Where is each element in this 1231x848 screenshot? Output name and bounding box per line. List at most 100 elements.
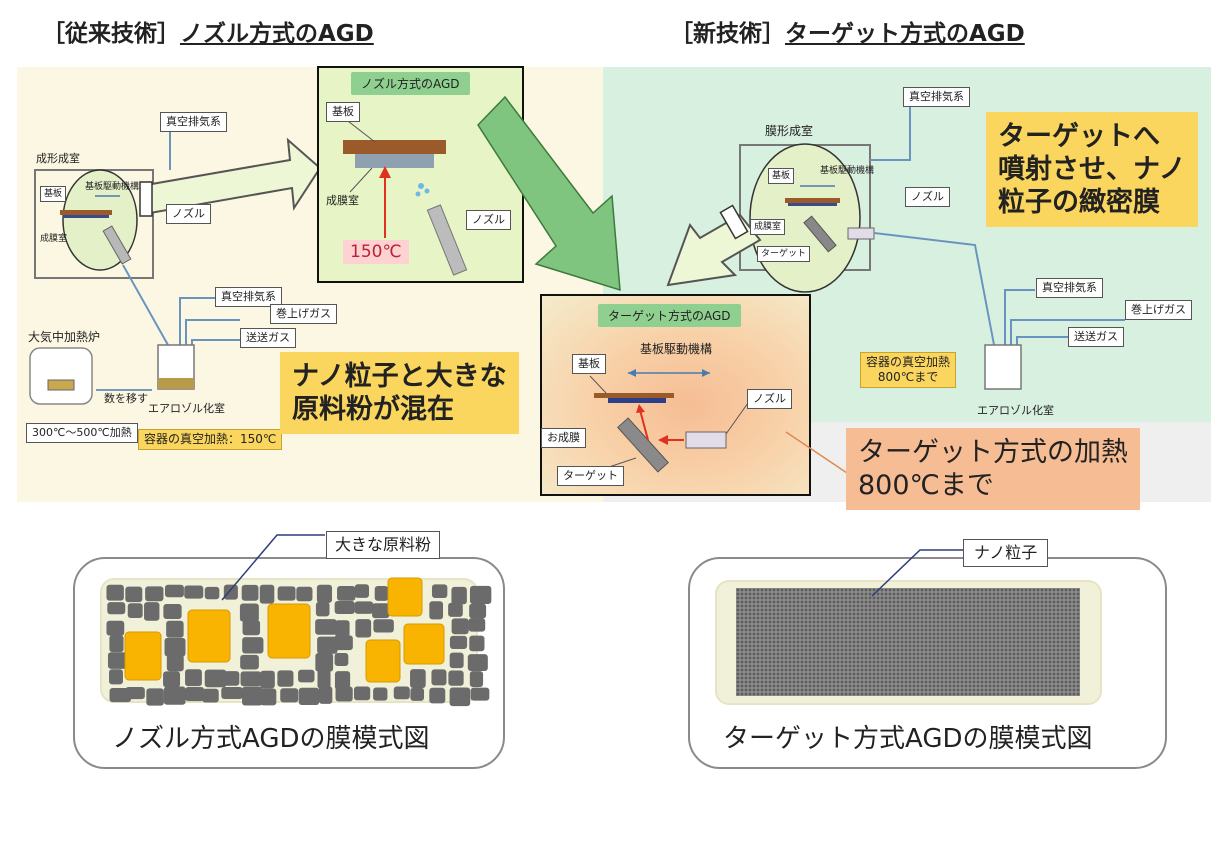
small-grain [298, 669, 315, 683]
large-grain [387, 577, 423, 617]
small-grain [353, 686, 371, 701]
small-grain [221, 686, 243, 699]
small-grain [223, 584, 238, 600]
left-substrate [60, 210, 112, 215]
small-grain [185, 687, 205, 702]
small-grain [202, 688, 219, 703]
nozzle-inset-substrate-leader [343, 117, 376, 143]
left-pipe-rollup [185, 319, 240, 345]
target-inset-holder [608, 398, 666, 403]
nozzle-inset-spray-dot [424, 188, 430, 194]
left-furnace-temp-label: 300℃～500℃加熱 [26, 423, 138, 443]
small-grain [107, 602, 126, 615]
right-vacuum-heating-line2: 800℃まで [877, 370, 939, 384]
right-feed-pipe [873, 232, 996, 351]
nozzle-inset-deposition-leader [349, 167, 373, 193]
small-grain [469, 671, 484, 688]
target-inset-drive-label: 基板駆動機構 [640, 342, 713, 356]
left-furnace-powder [47, 379, 75, 391]
small-grain [298, 687, 320, 706]
right-vacuum-heating-line1: 容器の真空加熱 [866, 355, 951, 369]
large-powder-leader [221, 534, 325, 601]
nozzle-inset-title: ノズル方式のAGD [351, 72, 470, 95]
small-grain [468, 618, 486, 632]
left-nozzle-shape [102, 225, 132, 265]
target-spray-line2: 噴射させ、ナノ [998, 154, 1186, 185]
small-grain [106, 620, 125, 636]
nozzle-inset-spray-dot [415, 191, 421, 197]
small-grain [448, 670, 464, 686]
small-grain [334, 620, 350, 637]
small-grain [260, 670, 275, 689]
small-grain [241, 584, 259, 601]
right-holder-label: 基板 [768, 168, 795, 184]
target-film-caption: ターゲット方式AGDの膜模式図 [723, 724, 1093, 754]
target-inset-deposition-label: お成膜 [541, 428, 586, 448]
small-grain [393, 686, 410, 700]
small-grain [280, 688, 299, 703]
small-grain [240, 671, 262, 687]
small-grain [470, 687, 490, 701]
small-grain [373, 687, 388, 701]
target-inset-nozzle-label: ノズル [747, 389, 792, 409]
small-grain [242, 620, 261, 636]
small-grain [146, 688, 164, 706]
small-grain [449, 652, 464, 669]
small-grain [185, 669, 202, 687]
left-holder [63, 215, 109, 218]
right-holder [788, 203, 837, 206]
small-grain [239, 603, 259, 622]
target-inset-drive-arrowhead-left [628, 369, 636, 377]
small-grain [277, 586, 296, 601]
target-heating-callout: ターゲット方式の加熱 800℃まで [846, 428, 1140, 510]
small-grain [429, 687, 446, 704]
left-carrier-gas-label: 送送ガス [240, 328, 296, 348]
large-grain [403, 623, 445, 665]
left-vacuum-heating-label: 容器の真空加熱：150℃ [138, 429, 283, 450]
small-grain [184, 585, 204, 599]
small-grain [469, 585, 492, 604]
small-grain [125, 686, 145, 700]
small-grain [164, 637, 186, 657]
nozzle-inset-heat-arrowhead [379, 166, 391, 178]
small-grain [469, 603, 487, 619]
right-substrate [785, 198, 840, 203]
small-grain [467, 654, 488, 672]
left-furnace-label: 大気中加熱炉 [28, 330, 101, 344]
small-grain [242, 686, 263, 706]
left-aerosol-label: エアロゾル化室 [148, 402, 225, 415]
right-vacuum-exhaust2-label: 真空排気系 [1036, 278, 1103, 298]
right-rollup-gas-label: 巻上げガス [1125, 300, 1192, 320]
nozzle-inset-holder [355, 154, 434, 168]
nano-particle-leader [871, 549, 963, 597]
large-powder-label: 大きな原料粉 [326, 531, 441, 559]
small-grain [315, 601, 330, 617]
small-grain [163, 671, 181, 688]
target-heating-line2: 800℃まで [858, 470, 994, 501]
small-grain [259, 584, 275, 604]
small-grain [334, 652, 349, 666]
target-inset-target [617, 417, 669, 473]
left-pipe-carrier [191, 339, 240, 345]
right-deposition-label: 成膜室 [750, 219, 786, 235]
small-grain [127, 603, 143, 618]
target-spray-line3: 粒子の緻密膜 [998, 187, 1160, 218]
left-pipe-exhaust2 [179, 297, 215, 345]
left-heading: ［従来技術］ノズル方式のAGD [42, 14, 374, 48]
small-grain [469, 635, 485, 652]
mixed-particles-line2: 原料粉が混在 [292, 394, 454, 425]
large-grain [187, 609, 231, 663]
target-inset-nozzle [685, 431, 727, 449]
small-grain [410, 687, 425, 701]
large-grain [267, 603, 311, 659]
small-grain [296, 586, 313, 602]
target-inset-substrate [594, 393, 674, 398]
small-grain [449, 635, 468, 650]
small-grain [166, 654, 184, 672]
small-grain [372, 603, 390, 619]
small-grain [145, 586, 164, 602]
small-grain [334, 671, 351, 690]
small-grain [277, 670, 294, 687]
